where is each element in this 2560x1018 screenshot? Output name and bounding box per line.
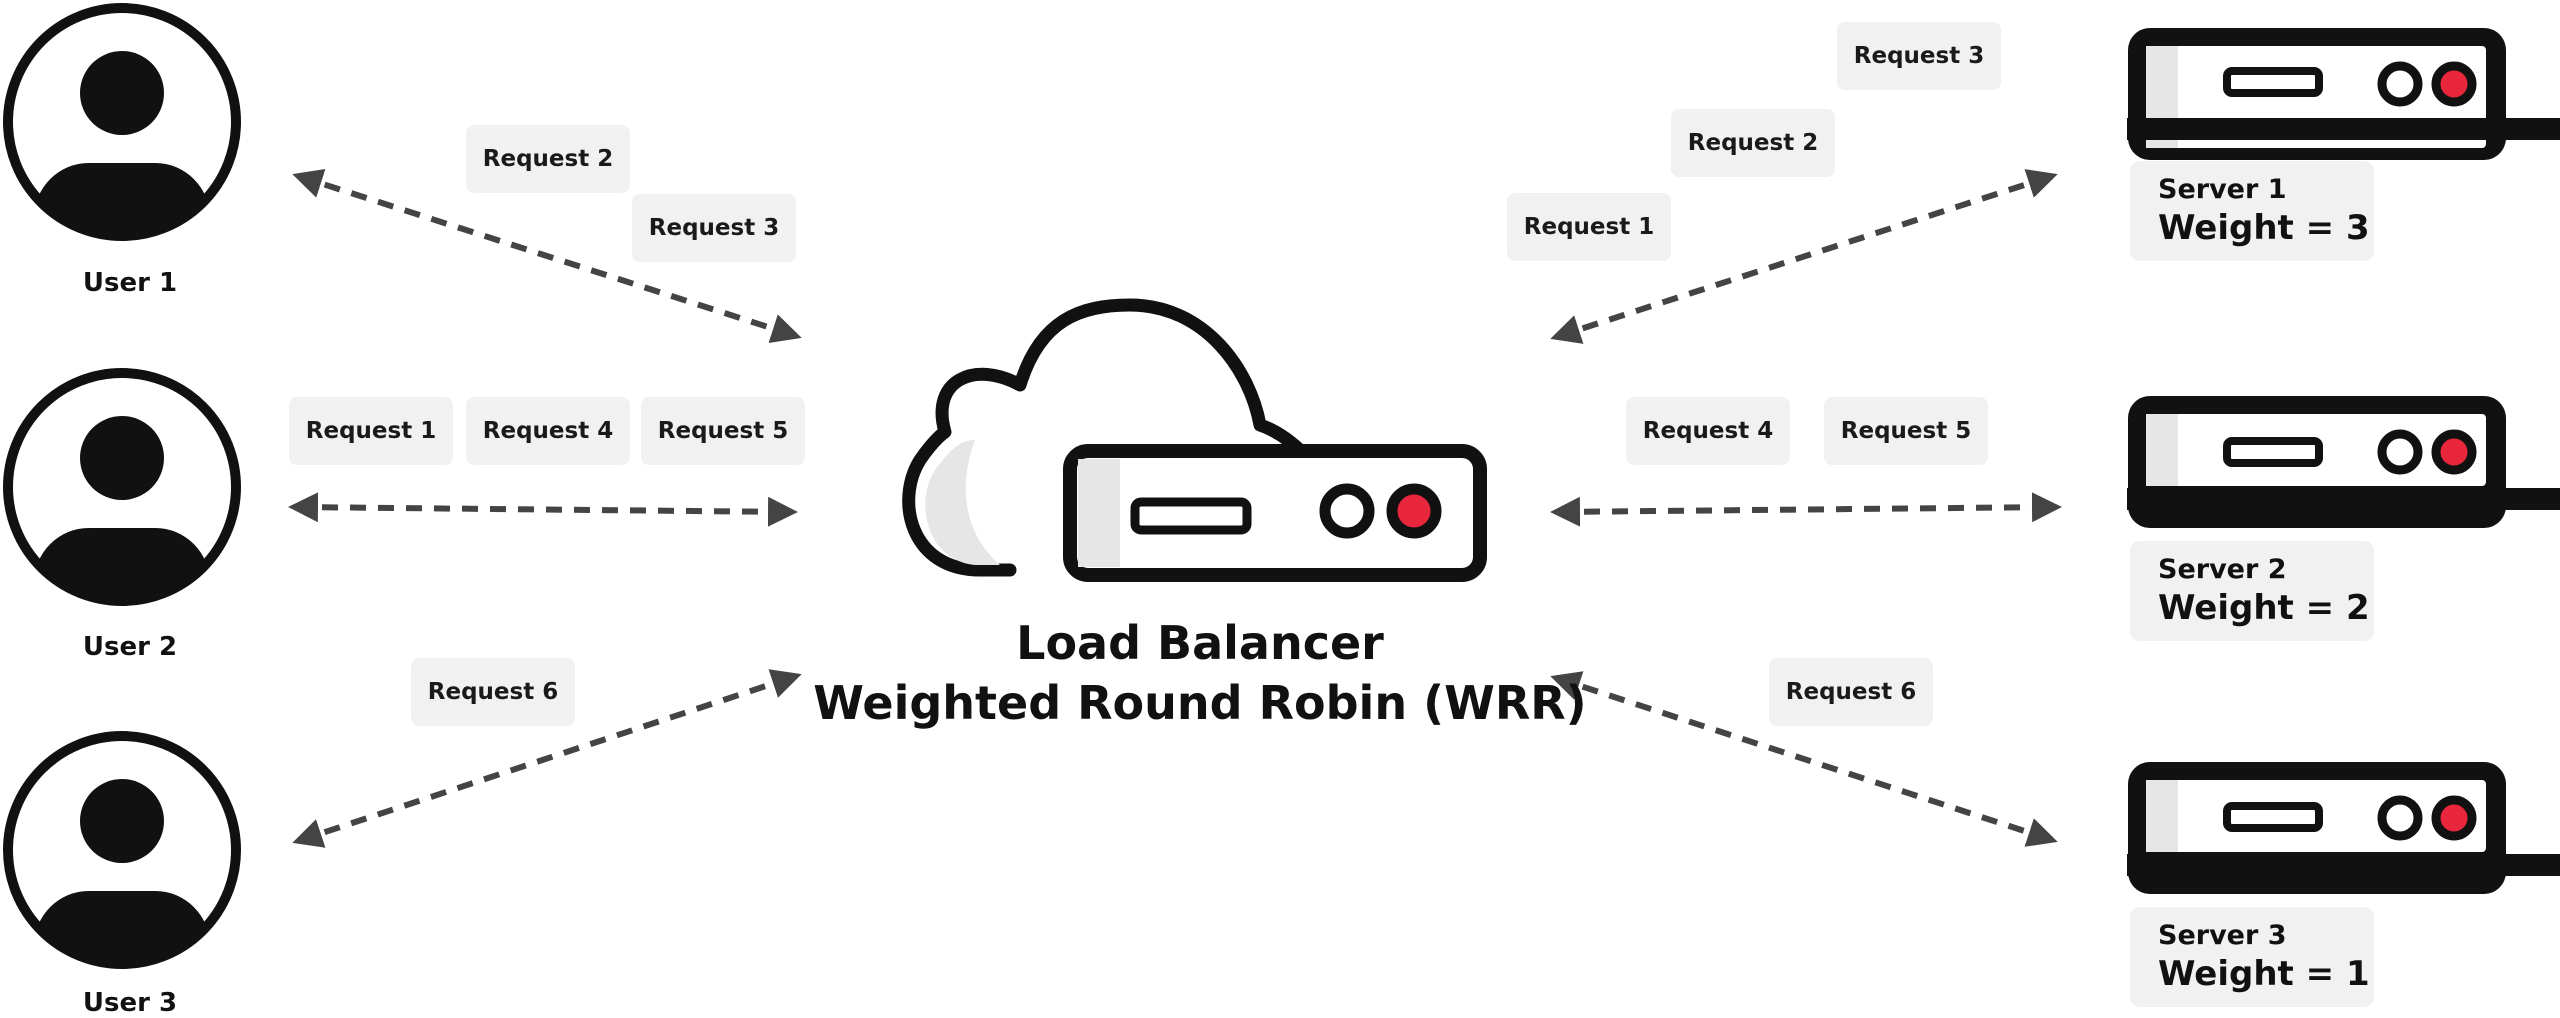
request-chip: Request 3 <box>1837 22 2001 90</box>
server-3-card: Server 3 Weight = 1 <box>2130 907 2374 1007</box>
server-3-weight: Weight = 1 <box>2158 954 2370 994</box>
load-balancer-title: Load Balancer <box>1016 616 1384 670</box>
request-chip: Request 6 <box>411 658 575 726</box>
request-chip: Request 4 <box>1626 397 1790 465</box>
request-chip: Request 4 <box>466 397 630 465</box>
user-1-label: User 1 <box>82 268 178 298</box>
request-chip: Request 2 <box>1671 109 1835 177</box>
request-chip: Request 2 <box>466 125 630 193</box>
server-1-weight: Weight = 3 <box>2158 208 2370 248</box>
user-3-label: User 3 <box>82 988 178 1018</box>
server-2-name: Server 2 <box>2158 554 2287 585</box>
user-1-avatar-icon <box>3 3 241 241</box>
server-1-name: Server 1 <box>2158 174 2287 205</box>
arrow-user3-lb <box>292 669 802 848</box>
server-2-icon <box>2127 396 2560 528</box>
arrow-lb-server1 <box>1550 169 2058 344</box>
load-balancer-server-icon <box>1063 444 1487 582</box>
server-3-icon <box>2127 762 2560 894</box>
arrow-lb-server3 <box>1550 671 2058 847</box>
arrow-lb-server2 <box>1550 492 2062 527</box>
request-chip: Request 6 <box>1769 658 1933 726</box>
server-2-weight: Weight = 2 <box>2158 588 2370 628</box>
server-1-icon <box>2127 28 2560 160</box>
server-3-name: Server 3 <box>2158 920 2287 951</box>
request-chip: Request 5 <box>1824 397 1988 465</box>
load-balancer-cloud-icon <box>902 298 1312 577</box>
user-2-label: User 2 <box>82 632 178 662</box>
request-chip: Request 3 <box>632 194 796 262</box>
user-3-avatar-icon <box>3 731 241 969</box>
user-2-avatar-icon <box>3 368 241 606</box>
request-chip: Request 5 <box>641 397 805 465</box>
request-chip: Request 1 <box>1507 193 1671 261</box>
load-balancer-subtitle: Weighted Round Robin (WRR) <box>813 676 1587 730</box>
server-1-card: Server 1 Weight = 3 <box>2130 161 2374 261</box>
arrow-user2-lb <box>288 492 798 527</box>
server-2-card: Server 2 Weight = 2 <box>2130 541 2374 641</box>
arrow-user1-lb <box>292 169 802 343</box>
request-chip: Request 1 <box>289 397 453 465</box>
